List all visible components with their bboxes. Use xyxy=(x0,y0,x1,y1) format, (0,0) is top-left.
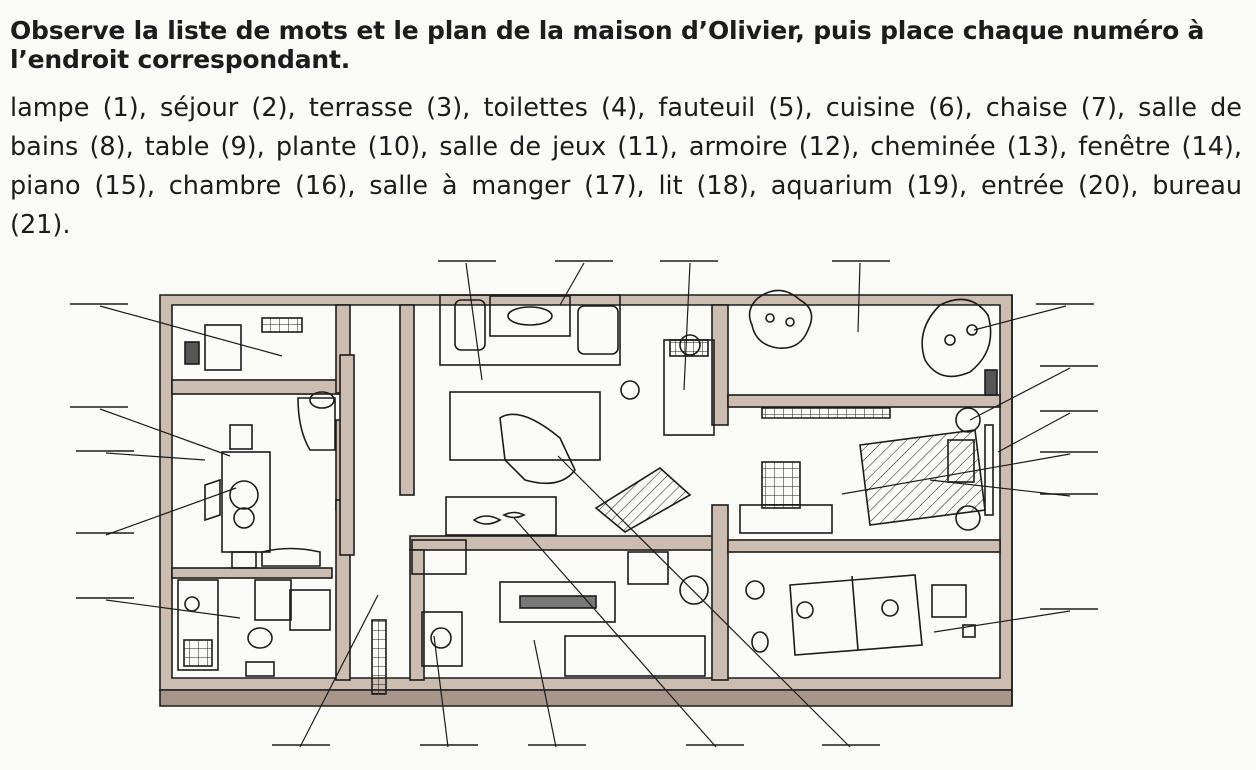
office-area xyxy=(371,539,709,695)
answer-blanks-left xyxy=(70,303,134,599)
answer-blanks-right xyxy=(1036,303,1098,610)
play-room-area xyxy=(745,574,976,656)
terrace-area xyxy=(748,289,998,419)
exercise-instruction: Observe la liste de mots et le plan de l… xyxy=(10,16,1205,74)
aquarium xyxy=(445,496,557,536)
toilets-area xyxy=(184,317,303,371)
bedroom-area xyxy=(739,407,994,534)
leader-lines xyxy=(99,262,1071,748)
living-room-area xyxy=(439,294,715,533)
vocabulary-word-list: lampe (1), séjour (2), terrasse (3), toi… xyxy=(10,93,1242,240)
dining-area xyxy=(204,391,336,569)
